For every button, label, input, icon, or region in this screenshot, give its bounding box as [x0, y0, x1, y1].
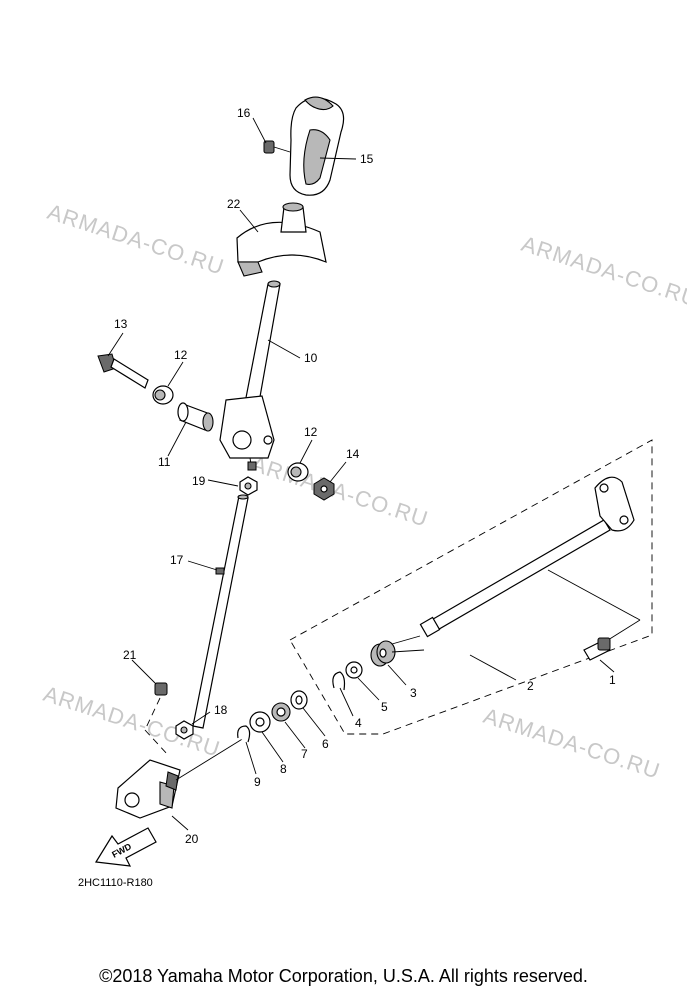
callout-21: 21: [123, 648, 137, 662]
shift-knob: [289, 96, 345, 196]
callout-7: 7: [301, 747, 308, 761]
lever-nut: [313, 477, 335, 501]
link-nut: [175, 720, 194, 740]
diagram-code: 2HC1110-R180: [78, 877, 153, 889]
callout-16: 16: [237, 106, 251, 120]
assembly-boundary: [289, 439, 653, 735]
callout-12a: 12: [174, 348, 188, 362]
shift-shaft: [419, 476, 641, 646]
shift-arm: [115, 737, 245, 819]
watermark: ARMADA-CO.RU: [44, 199, 227, 280]
watermark: ARMADA-CO.RU: [480, 703, 663, 784]
oil-seal: [271, 702, 291, 722]
callout-12b: 12: [304, 425, 318, 439]
watermark: ARMADA-CO.RU: [518, 231, 687, 312]
callout-labels: 1 2 3 4 5 6 7 8 9 10 11 12 12 13 14 15 1…: [114, 106, 616, 846]
callout-11: 11: [158, 455, 171, 469]
leader-lines: [107, 117, 615, 831]
circlip-lower: [237, 725, 251, 743]
callout-14: 14: [346, 447, 360, 461]
shift-rod: [192, 494, 249, 729]
shift-lever: [219, 280, 281, 471]
shift-boot: [236, 202, 327, 277]
washer-5: [345, 661, 363, 679]
watermarks: ARMADA-CO.RU ARMADA-CO.RU ARMADA-CO.RU A…: [40, 199, 687, 784]
fwd-arrow: FWD: [94, 827, 157, 867]
callout-2: 2: [527, 679, 534, 693]
rod-nut: [239, 476, 258, 496]
bushing: [177, 402, 214, 432]
callout-5: 5: [381, 700, 388, 714]
circlip-upper: [332, 671, 346, 691]
washer-6: [290, 690, 308, 710]
return-spring: [370, 635, 425, 667]
callout-20: 20: [185, 832, 199, 846]
callout-13: 13: [114, 317, 128, 331]
callout-17: 17: [170, 553, 184, 567]
watermark: ARMADA-CO.RU: [248, 451, 431, 532]
callout-3: 3: [410, 686, 417, 700]
arm-bolt: [144, 682, 169, 756]
collar-lower: [287, 462, 309, 482]
callout-18: 18: [214, 703, 228, 717]
callout-4: 4: [355, 716, 362, 730]
callout-9: 9: [254, 775, 261, 789]
copyright-notice: ©2018 Yamaha Motor Corporation, U.S.A. A…: [99, 966, 588, 986]
callout-22: 22: [227, 197, 241, 211]
callout-6: 6: [322, 737, 329, 751]
stopper-bolt: [583, 637, 611, 661]
collar-upper: [152, 385, 174, 405]
callout-15: 15: [360, 152, 374, 166]
washer-8: [249, 711, 271, 733]
callout-10: 10: [304, 351, 318, 365]
callout-1: 1: [609, 673, 616, 687]
pivot-bolt: [97, 353, 149, 389]
callout-19: 19: [192, 474, 206, 488]
callout-8: 8: [280, 762, 287, 776]
knob-screw: [263, 140, 291, 154]
